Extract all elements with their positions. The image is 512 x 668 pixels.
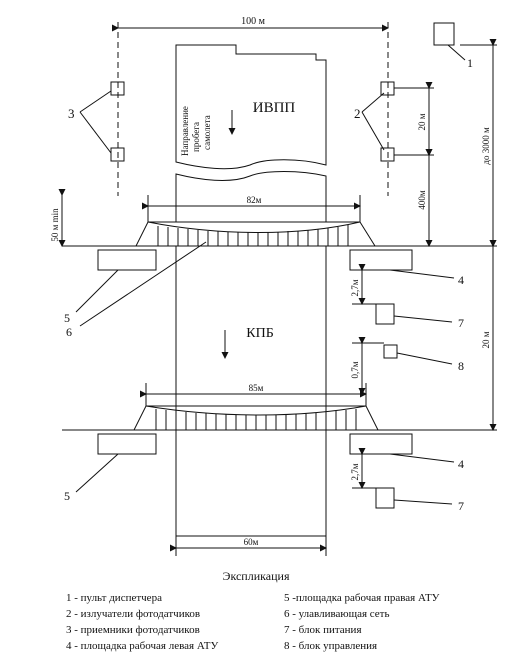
runway-arresting-system-diagram: 100 м ИВПП Направление пробега самолета … — [50, 16, 497, 556]
power-block-2 — [375, 487, 395, 509]
callout-4-a: 4 — [458, 273, 464, 287]
dim-85m-label: 85м — [249, 383, 264, 393]
callout-3-line-a — [79, 90, 112, 113]
legend-item: 6 - улавливающая сеть — [284, 608, 390, 620]
control-block — [383, 344, 398, 359]
platform-left-1 — [97, 249, 157, 271]
callout-2-line-b — [361, 111, 385, 151]
runway-label: ИВПП — [253, 100, 296, 116]
dim-3000m-label: до 3000 м — [481, 127, 491, 165]
legend-item: 4 - площадка рабочая левая АТУ — [66, 640, 219, 652]
legend-item: 5 -площадка рабочая правая АТУ — [284, 592, 440, 604]
receiver-top-left — [110, 81, 125, 96]
legend-item: 1 - пульт диспетчера — [66, 592, 162, 604]
platform-right-1 — [349, 249, 413, 271]
dim-400m-label: 400м — [417, 190, 427, 210]
dim-100m-label: 100 м — [241, 16, 266, 27]
dim-82m-label: 82м — [247, 195, 262, 205]
legend-item: 2 - излучатели фотодатчиков — [66, 608, 201, 620]
callout-7-b: 7 — [458, 499, 464, 513]
dim-60m-label: 60м — [244, 537, 259, 547]
legend-item: 3 - приемники фотодатчиков — [66, 624, 200, 636]
callout-7-line-2 — [393, 499, 453, 505]
callout-5-a: 5 — [64, 311, 70, 325]
dim-20m-top-label: 20 м — [417, 113, 427, 130]
legend-right-column: 5 -площадка рабочая правая АТУ 6 - улавл… — [284, 590, 439, 654]
net-bottom-hatching — [155, 409, 357, 430]
callout-7-a: 7 — [458, 316, 464, 330]
arresting-net-top — [135, 221, 376, 247]
callout-5-line-2 — [75, 453, 119, 493]
callout-1: 1 — [467, 56, 473, 70]
callout-3-line-b — [79, 111, 112, 154]
callout-4-line-2 — [389, 453, 455, 463]
receiver-bottom-left — [110, 147, 125, 162]
legend-item: 8 - блок управления — [284, 640, 378, 652]
dim-50m-label: 50 м min — [50, 208, 60, 242]
callout-7-line-1 — [393, 315, 453, 323]
kpb-label: КПБ — [246, 326, 274, 341]
callout-4-b: 4 — [458, 457, 464, 471]
callout-6: 6 — [66, 325, 72, 339]
callout-3: 3 — [68, 106, 75, 121]
callout-2: 2 — [354, 106, 361, 121]
dispatcher-console — [433, 22, 455, 46]
callout-8-line — [396, 352, 453, 365]
callout-5-b: 5 — [64, 489, 70, 503]
legend-title: Экспликация — [222, 569, 290, 583]
callout-2-line-a — [361, 92, 385, 113]
callout-5-line-1 — [75, 269, 119, 313]
direction-label-3: самолета — [202, 115, 212, 150]
direction-label-2: пробега — [191, 122, 201, 152]
dim-2-7m-a-label: 2,7м — [350, 279, 360, 296]
dim-20m-mid-label: 20 м — [481, 331, 491, 348]
platform-right-2 — [349, 433, 413, 455]
runway-lower — [175, 171, 327, 223]
dim-0-7m-label: 0,7м — [350, 361, 360, 378]
legend-item: 7 - блок питания — [284, 624, 362, 636]
platform-left-2 — [97, 433, 157, 455]
legend-left-column: 1 - пульт диспетчера 2 - излучатели фото… — [66, 590, 218, 654]
callout-1-line — [447, 44, 466, 61]
arresting-net-bottom-curve — [145, 405, 367, 416]
callout-4-line-1 — [389, 269, 455, 279]
direction-label-1: Направление — [180, 106, 190, 156]
callout-6-line — [79, 241, 207, 327]
net-top-hatching — [157, 225, 349, 246]
power-block-1 — [375, 303, 395, 325]
runway-upper — [175, 44, 327, 170]
dim-2-7m-b-label: 2,7м — [350, 463, 360, 480]
callout-8: 8 — [458, 359, 464, 373]
